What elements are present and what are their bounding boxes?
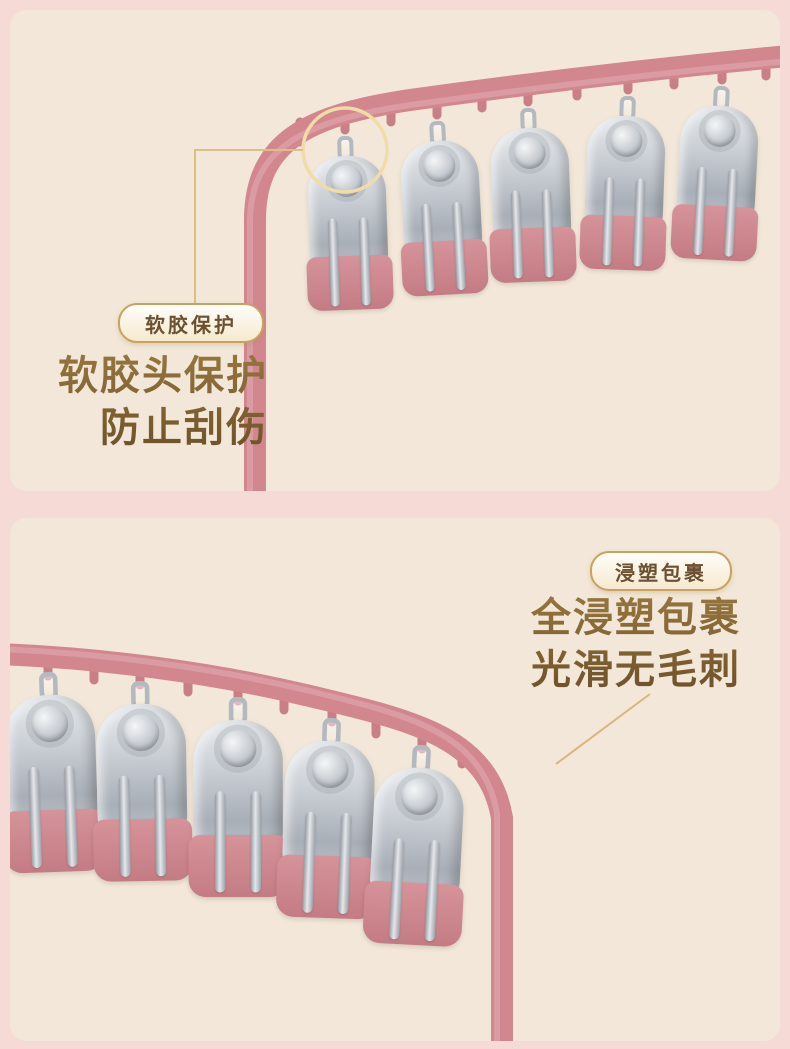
hanger-rod-bottom	[10, 643, 513, 1041]
callout-bottom	[555, 693, 651, 765]
headline-bottom: 全浸塑包裹 光滑无毛刺	[515, 592, 757, 696]
rod-highlight	[247, 58, 780, 491]
hanger-rod	[10, 643, 513, 1041]
hanger-rod-top	[244, 45, 780, 491]
feature-badge-soft-rubber: 软胶保护	[118, 303, 264, 343]
headline-top: 软胶头保护 防止刮伤	[22, 350, 268, 454]
rod-highlight	[10, 646, 500, 1041]
callout-top	[194, 106, 389, 303]
product-panel-top: 软胶保护 软胶头保护 防止刮伤	[10, 10, 780, 491]
product-panel-bottom: 浸塑包裹 全浸塑包裹 光滑无毛刺	[10, 518, 780, 1041]
clip-spring-button	[219, 730, 257, 768]
badge-label: 浸塑包裹	[615, 562, 707, 585]
callout-line	[555, 693, 651, 765]
hanger-rod	[244, 45, 780, 491]
clothespin-clip	[188, 697, 288, 898]
headline-line: 防止刮伤	[100, 406, 268, 450]
clip-prong	[215, 791, 226, 893]
callout-line	[194, 149, 303, 303]
clip-rubber-tip	[188, 835, 288, 898]
headline-line: 光滑无毛刺	[531, 648, 741, 692]
headline-line: 全浸塑包裹	[531, 596, 741, 640]
headline-line: 软胶头保护	[58, 354, 268, 398]
feature-badge-dip-coating: 浸塑包裹	[590, 551, 732, 591]
highlight-circle	[301, 106, 389, 194]
clip-body	[188, 720, 288, 898]
clip-prong	[250, 791, 261, 893]
badge-label: 软胶保护	[145, 314, 237, 337]
